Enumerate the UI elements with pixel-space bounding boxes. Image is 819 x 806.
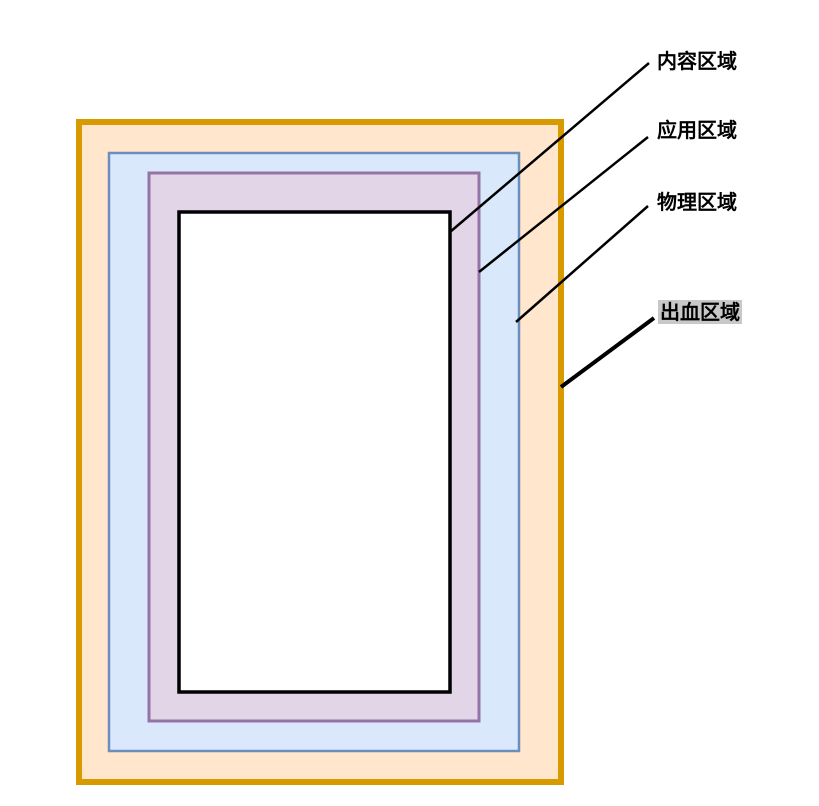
physical-area-leader-line bbox=[515, 205, 649, 323]
content-area-box bbox=[177, 210, 452, 694]
content-area-label: 内容区域 bbox=[657, 49, 737, 73]
app-area-label: 应用区域 bbox=[657, 118, 737, 142]
app-area-leader-line bbox=[478, 136, 649, 273]
bleed-area-leader-line bbox=[559, 316, 656, 389]
content-area-leader-line bbox=[449, 62, 650, 233]
bleed-area-label: 出血区域 bbox=[658, 300, 742, 324]
physical-area-label: 物理区域 bbox=[657, 190, 737, 214]
